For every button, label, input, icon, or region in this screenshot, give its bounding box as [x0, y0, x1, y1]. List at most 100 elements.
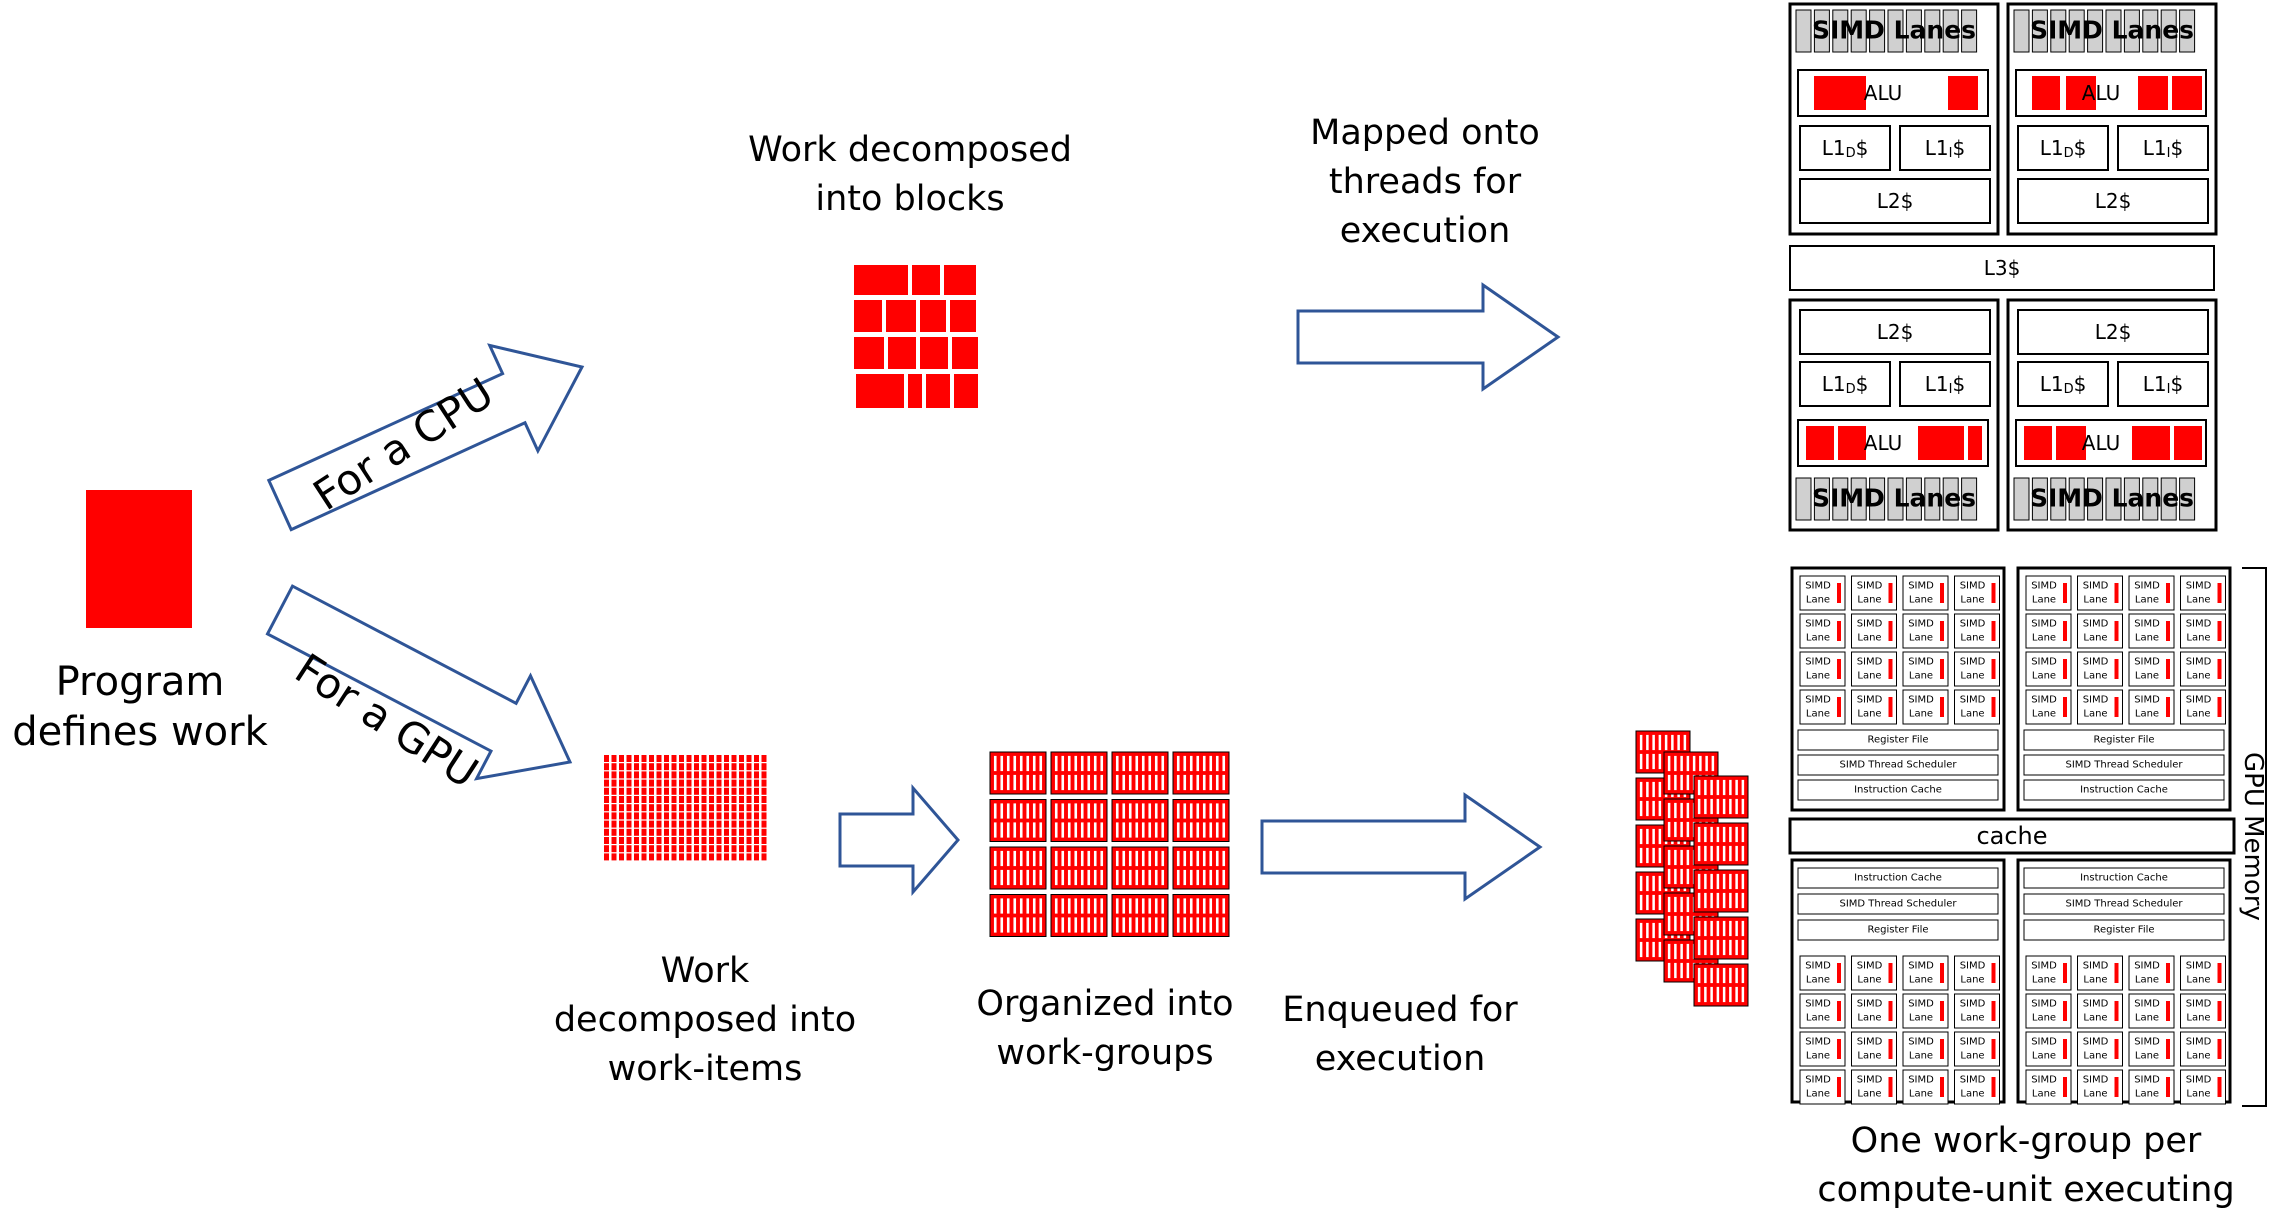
simd-lane — [1942, 9, 1959, 53]
work-item — [634, 812, 639, 820]
work-item — [1202, 774, 1206, 791]
simd-lane — [1887, 477, 1904, 521]
work-item — [746, 804, 752, 812]
simd-lane-label: Lane — [2032, 595, 2056, 606]
work-item — [686, 755, 692, 762]
simd-lane-red — [1888, 583, 1893, 603]
work-item — [701, 828, 707, 836]
simd-lane-box — [1954, 613, 2000, 649]
work-item — [1006, 917, 1010, 933]
simd-lane-label: Lane — [2186, 1013, 2210, 1024]
work-item — [1735, 986, 1738, 1003]
simd-lane — [2031, 477, 2048, 521]
work-item — [649, 755, 654, 762]
work-item — [1729, 873, 1732, 890]
work-item — [1697, 967, 1701, 984]
work-item — [739, 771, 744, 779]
l1d-cache-box — [2017, 125, 2109, 171]
work-item — [1196, 774, 1200, 791]
work-item — [1115, 917, 1119, 933]
work-group — [1693, 963, 1749, 1007]
work-item — [694, 812, 699, 820]
work-item — [1032, 803, 1036, 819]
work-item — [1196, 803, 1200, 819]
work-item — [1735, 920, 1738, 937]
work-item — [1652, 753, 1655, 770]
simd-lane-red — [1940, 621, 1944, 641]
work-item — [634, 853, 639, 861]
alu: ALU — [2015, 69, 2207, 117]
work-item — [619, 755, 624, 762]
work-item — [1686, 943, 1690, 960]
simd-lane — [2179, 477, 2196, 521]
work-item — [611, 804, 617, 812]
work-item — [1067, 917, 1071, 933]
simd-lane-red — [2166, 1001, 2170, 1021]
work-item — [1652, 894, 1655, 911]
work-item — [1674, 962, 1677, 979]
work-item — [1667, 755, 1671, 772]
work-item — [664, 820, 669, 828]
work-item — [1652, 781, 1655, 798]
work-item — [1087, 850, 1091, 867]
work-item — [1032, 774, 1036, 791]
arrow-for-cpu — [266, 343, 585, 532]
simd-lanes: SIMD Lanes — [1795, 9, 1978, 53]
simd-lane-label: SIMD — [2134, 1075, 2160, 1086]
work-item — [641, 828, 647, 836]
simd-lane-red — [2063, 1039, 2067, 1059]
work-item — [1100, 898, 1104, 914]
work-item — [1652, 922, 1655, 939]
work-item — [746, 771, 752, 779]
work-group — [989, 894, 1047, 937]
work-item — [739, 845, 744, 853]
work-item — [694, 828, 699, 836]
instruction-cache — [2023, 867, 2225, 889]
simd-lane-red — [1940, 1039, 1944, 1059]
work-item — [761, 796, 767, 803]
work-item — [1154, 755, 1158, 772]
alu-label: ALU — [1864, 81, 1902, 105]
work-block — [944, 265, 976, 295]
work-item — [1074, 755, 1078, 772]
simd-lane-label: Lane — [2032, 671, 2056, 682]
work-item — [716, 804, 722, 812]
work-group — [1050, 751, 1108, 795]
simd-lane-label: Lane — [1806, 1013, 1830, 1024]
work-item — [1716, 939, 1720, 956]
work-item — [1697, 939, 1701, 956]
l2-cache-label: L2$ — [2095, 189, 2132, 213]
work-item — [731, 845, 737, 853]
simd-lane-red — [2166, 621, 2170, 641]
work-item — [1013, 803, 1017, 819]
work-item — [1067, 850, 1071, 867]
work-item — [664, 763, 669, 771]
simd-lane — [1832, 9, 1849, 53]
instruction-cache-label: Instruction Cache — [2080, 873, 2168, 884]
work-item — [604, 812, 609, 820]
alu-red — [1948, 76, 1978, 110]
arrow-mapped-onto-threads — [1296, 282, 1561, 392]
simd-lane — [2050, 9, 2067, 53]
work-item — [1680, 915, 1683, 932]
work-item — [1686, 915, 1690, 932]
caption-gpu-items: Work decomposed into work-items — [553, 951, 857, 1089]
work-item — [1658, 894, 1662, 911]
work-block — [854, 265, 908, 295]
work-item — [754, 853, 759, 861]
alu: ALU — [1797, 419, 1989, 467]
simd-lane-label: SIMD — [2083, 999, 2109, 1010]
work-item — [761, 828, 767, 836]
work-item — [1710, 967, 1713, 984]
work-item — [1667, 962, 1671, 979]
work-item — [701, 837, 707, 844]
work-item — [1722, 986, 1726, 1003]
simd-lane-label: SIMD — [2083, 695, 2109, 706]
simd-lane-label: Lane — [1909, 633, 1933, 644]
